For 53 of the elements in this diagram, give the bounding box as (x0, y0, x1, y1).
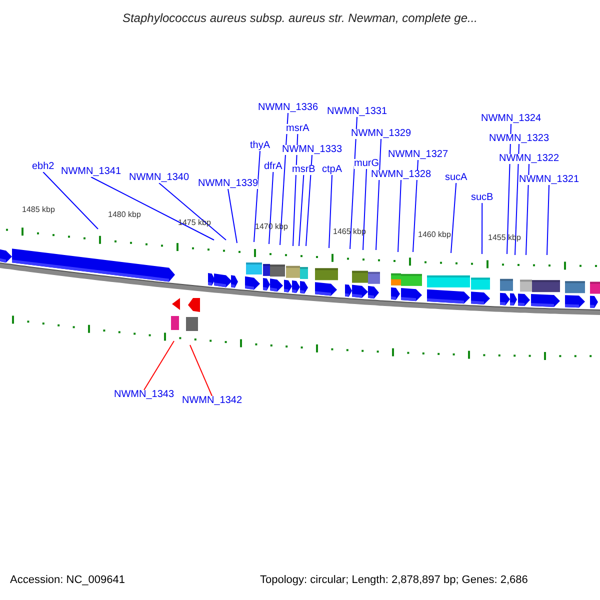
leader-line (376, 138, 382, 250)
gene-label: NWMN_1324 (481, 114, 542, 124)
scale-label: 1485 kbp (22, 206, 55, 214)
gene-label: sucB (471, 193, 494, 203)
gene-label: ebh2 (32, 162, 54, 172)
leader-line (228, 188, 238, 244)
leader-line (306, 154, 313, 246)
leader-line (450, 182, 457, 254)
scale-label: 1480 kbp (108, 211, 141, 219)
gene-label: NWMN_1322 (499, 154, 560, 164)
gene-label: NWMN_1336 (258, 103, 318, 113)
gene-label: NWMN_1321 (519, 175, 580, 185)
leader-line (90, 176, 214, 240)
gene-label: dfrA (264, 162, 282, 172)
leader-line (298, 174, 304, 246)
leader-line (546, 184, 550, 256)
map-title: Staphylococcus aureus subsp. aureus str. Newman, complete ge... (121, 12, 479, 24)
gene-label: NWMN_1329 (351, 129, 412, 139)
gene-label: murG (354, 159, 379, 169)
gene-label: NWMN_1333 (282, 145, 342, 155)
leader-line (328, 174, 332, 248)
gene-label: ctpA (322, 165, 342, 175)
leader-line (280, 112, 289, 246)
gene-label: NWMN_1328 (371, 170, 432, 180)
leader-line (506, 124, 512, 254)
gene-label: thyA (250, 141, 270, 151)
leader-line (362, 168, 367, 250)
leader-line (482, 202, 483, 254)
gene-label: NWMN_1327 (388, 150, 448, 160)
leader-line (144, 340, 174, 390)
gene-label: NWMN_1340 (129, 173, 190, 183)
leader-line (350, 116, 358, 250)
leader-line (158, 182, 226, 240)
gene-label: NWMN_1323 (489, 134, 550, 144)
gene-label: NWMN_1339 (198, 179, 258, 189)
gene-label: msrA (286, 124, 310, 134)
leader-line (254, 150, 260, 242)
leader-line (268, 172, 274, 244)
gene-label: NWMN_1341 (61, 167, 122, 177)
gene-label: msrB (292, 165, 316, 175)
leader-line (190, 344, 213, 396)
footer-text: Accession: NC_009641 (10, 575, 125, 586)
leader-line (398, 180, 402, 252)
footer-text: Topology: circular; Length: 2,878,897 bp; Genes: 2,686 (260, 575, 528, 586)
leader-line (412, 160, 419, 252)
leader-line (42, 172, 98, 230)
scale-label: 1460 kbp (418, 231, 451, 239)
leader-line (526, 164, 530, 256)
gene-label: NWMN_1343 (114, 390, 174, 400)
gene-label: sucA (445, 173, 468, 183)
gene-label: NWMN_1331 (327, 107, 388, 117)
leader-line (514, 144, 520, 256)
gene-label: NWMN_1342 (182, 396, 242, 406)
